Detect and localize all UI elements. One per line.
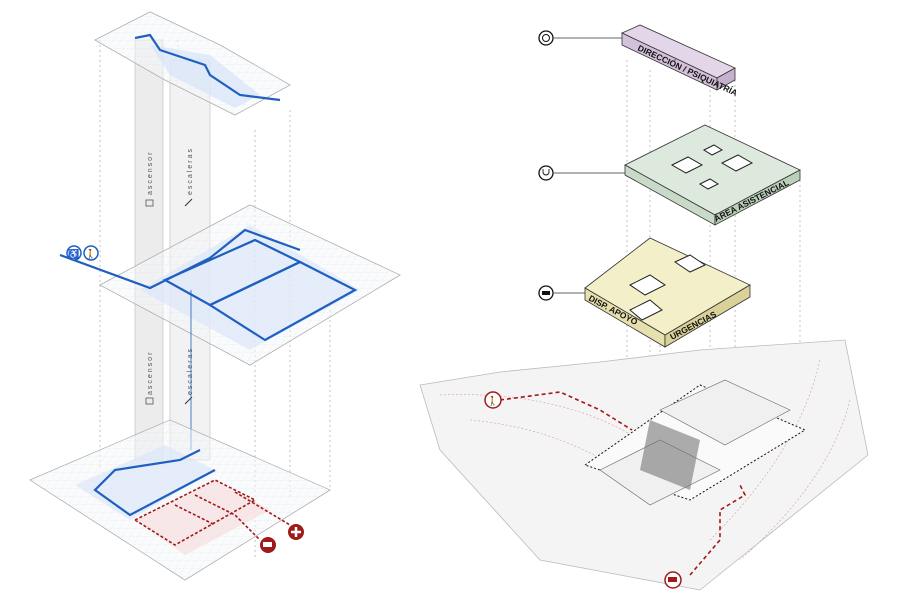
block-direccion-psiquiatria: DIRECCIÓN / PSIQUIATRÍA [538, 24, 740, 98]
left-floor-stack: ascensor ascensor escaleras escaleras [29, 11, 401, 581]
bottom-floor-plate [29, 419, 331, 581]
block-area-asistencial: ÁREA ASISTENCIAL [538, 124, 801, 226]
stairs-icon [184, 198, 193, 207]
wheelchair-icon: ♿ [66, 245, 82, 261]
site-pedestrian-icon: 🚶 [484, 391, 502, 409]
elevator-label: ascensor [147, 151, 154, 195]
svg-text:♿: ♿ [68, 248, 79, 259]
stairs-label-lower: escaleras [187, 347, 194, 395]
ambulance-icon [538, 285, 554, 301]
elevator-icon [145, 199, 154, 207]
stairs-label: escaleras [187, 147, 194, 195]
stethoscope-icon [538, 165, 554, 181]
elevator-label-lower: ascensor [147, 351, 154, 395]
svg-text:🚶: 🚶 [487, 395, 498, 406]
ambulance-icon [260, 537, 276, 553]
pedestrian-icon: 🚶 [83, 245, 99, 261]
elevator-shaft: ascensor ascensor [134, 39, 164, 461]
block-disp-apoyo-urgencias: DISP. APOYO URGENCIAS [538, 237, 751, 348]
svg-text:🚶: 🚶 [85, 248, 96, 259]
right-block-stack: 🚶 DIRECCIÓN / PSIQUIATRÍA [419, 24, 869, 591]
middle-floor-plate [59, 204, 401, 450]
site-plan [419, 339, 869, 591]
medical-cross-icon [288, 524, 304, 540]
brain-icon [538, 30, 554, 46]
elevator-icon-lower [145, 397, 154, 405]
site-ambulance-icon [664, 571, 682, 589]
top-floor-plate [94, 11, 291, 116]
